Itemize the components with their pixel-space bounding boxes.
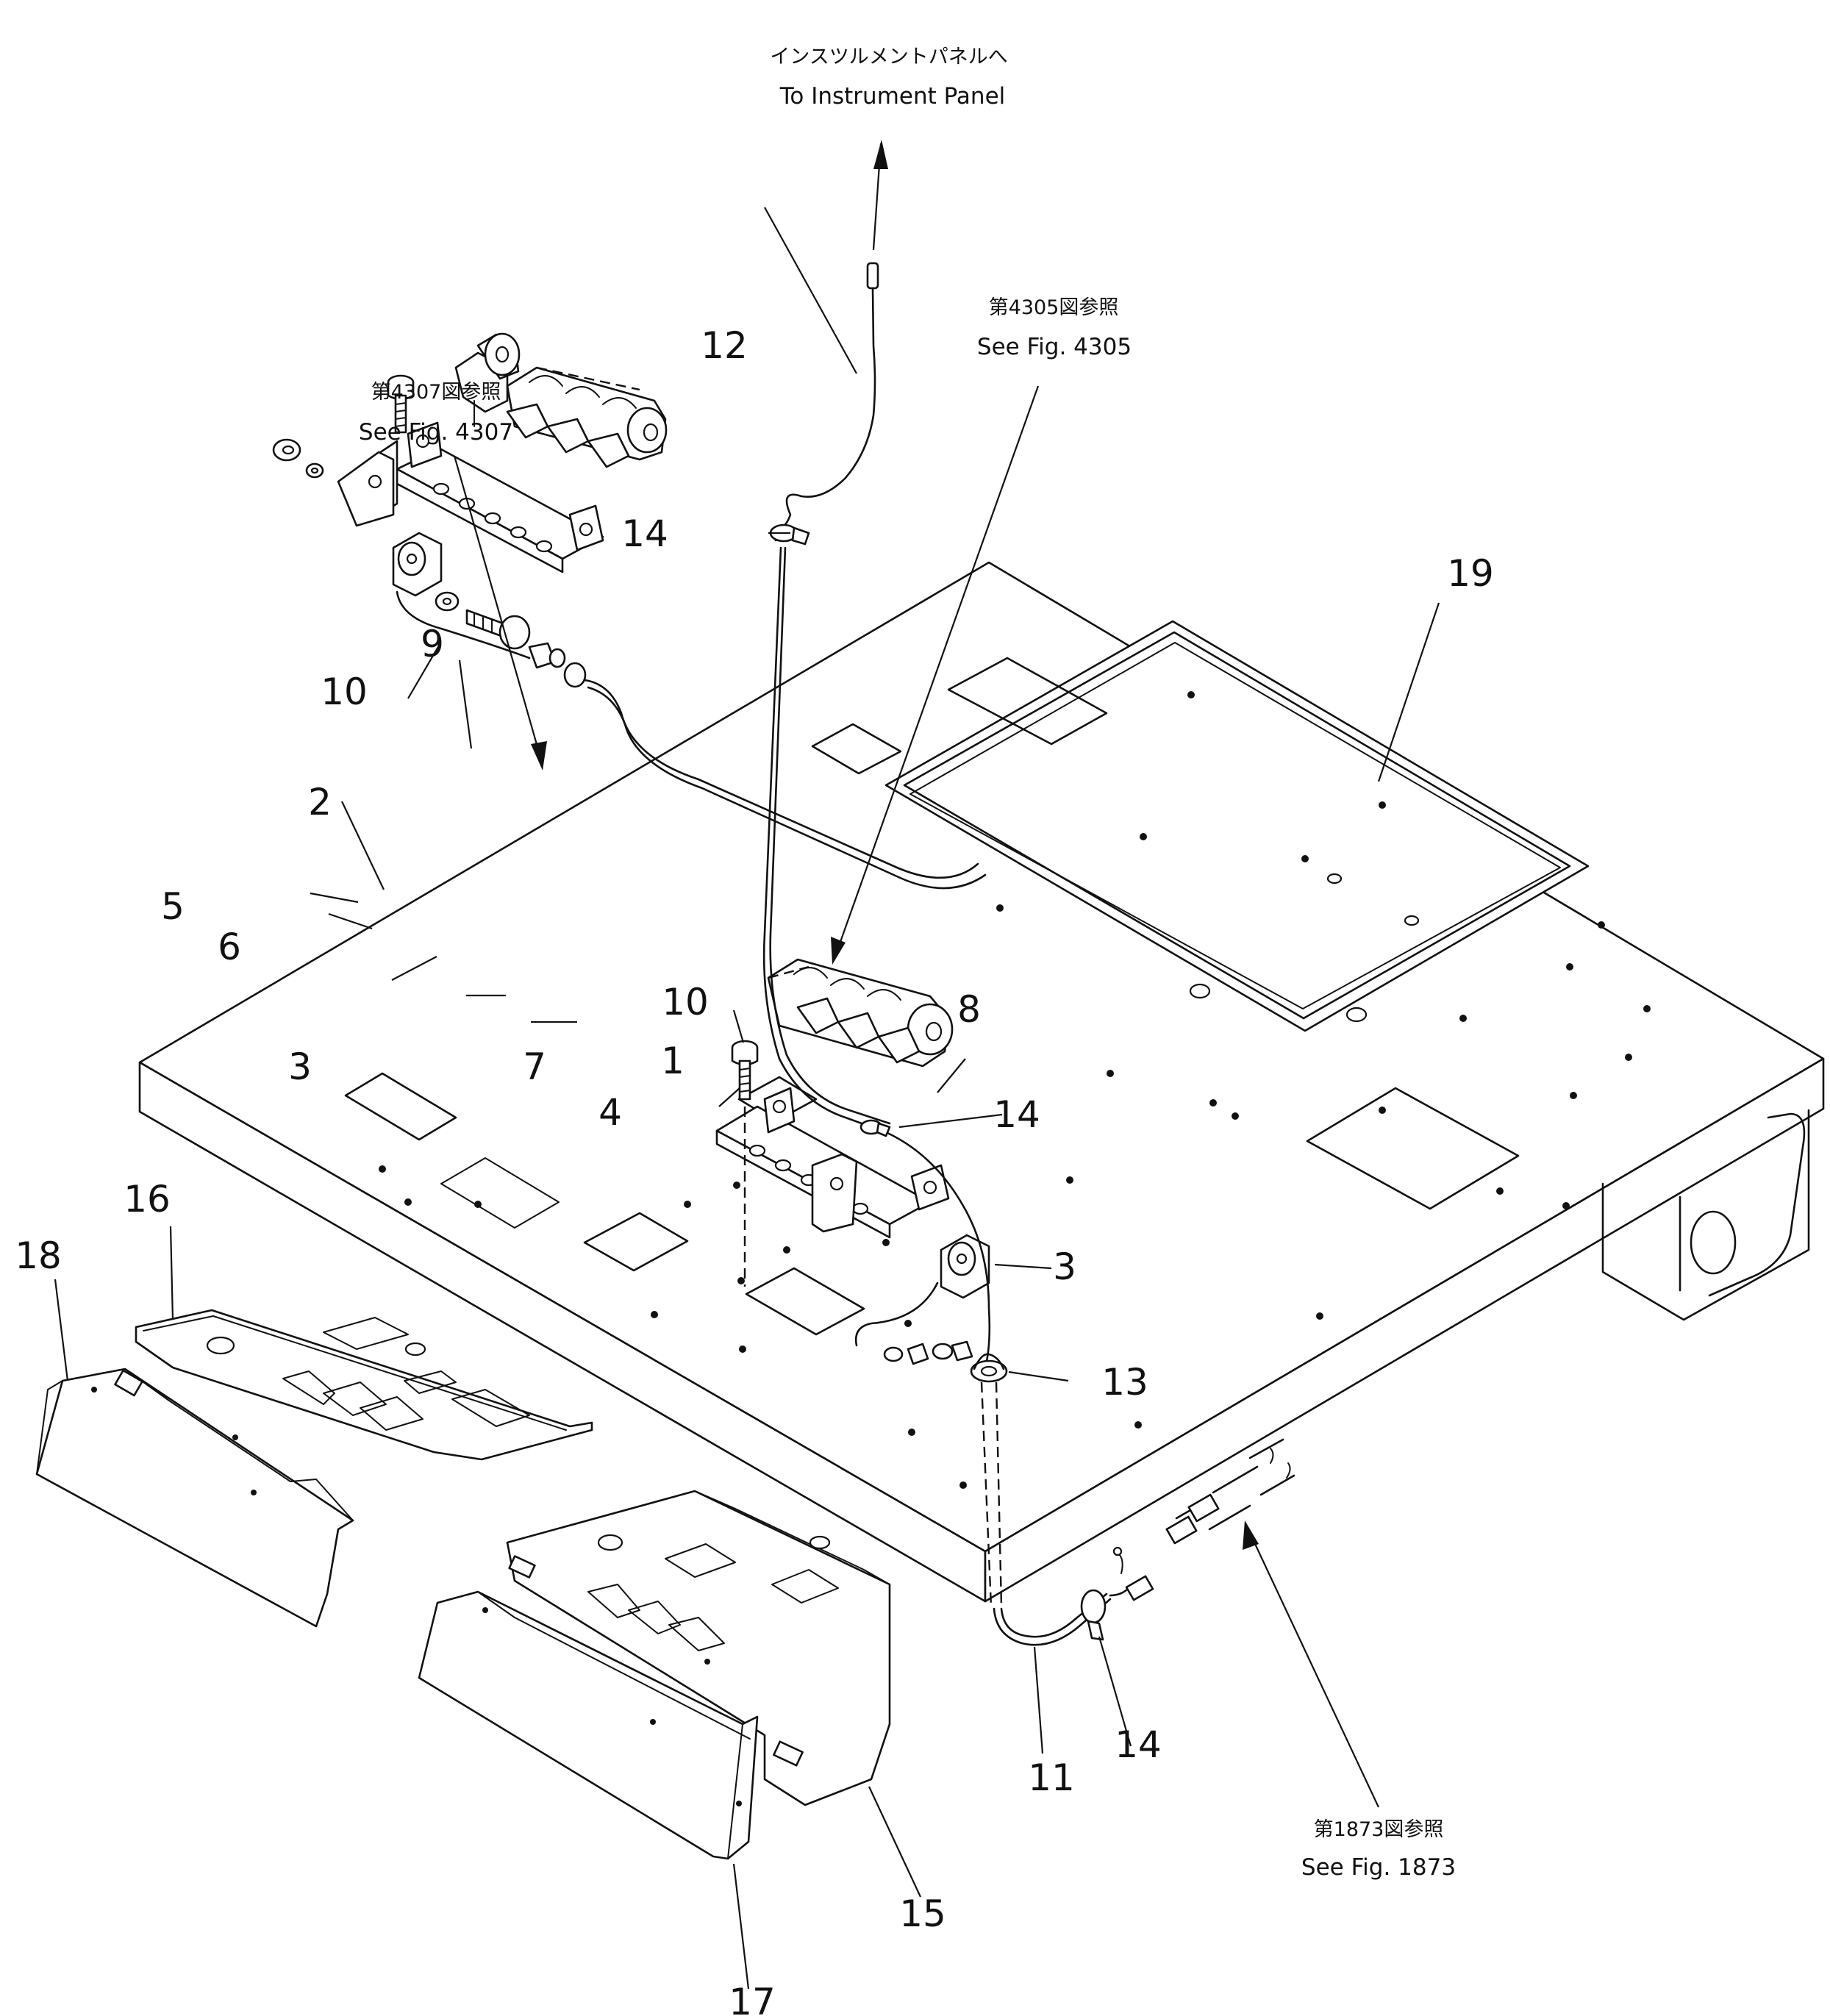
washer-6 <box>305 462 324 479</box>
clamp-14-mid <box>859 1119 891 1137</box>
grommet-13 <box>970 1353 1008 1383</box>
part-number-7: 7 <box>523 1045 546 1088</box>
caption-fig1873-en: See Fig. 1873 <box>1301 1854 1456 1881</box>
caption-instrument-panel-jp: インスツルメントパネルへ <box>770 46 1007 68</box>
part-number-4: 4 <box>598 1091 622 1134</box>
switch-group-8 <box>767 958 954 1068</box>
nut-5 <box>272 438 301 462</box>
bolt-4 <box>465 609 531 650</box>
bracket-1 <box>715 1087 950 1239</box>
leader-lines <box>54 140 1440 1990</box>
captions: インスツルメントパネルへ To Instrument Panel 第4305図参… <box>359 46 1456 1881</box>
sensor-3-right <box>854 1234 990 1365</box>
cover-18 <box>35 1368 354 1628</box>
part-number-9: 9 <box>421 623 444 665</box>
caption-fig4307-en: See Fig. 4307 <box>359 419 513 446</box>
caption-fig4307-jp: 第4307図参照 <box>371 381 501 404</box>
part-number-18: 18 <box>15 1234 62 1277</box>
caption-instrument-panel-en: To Instrument Panel <box>779 83 1006 110</box>
part-number-14-bottom: 14 <box>1115 1723 1162 1766</box>
washer-7 <box>435 591 460 612</box>
part-number-11: 11 <box>1028 1756 1075 1799</box>
bolt-10-left <box>387 374 415 434</box>
part-number-6: 6 <box>218 926 241 968</box>
part-number-1: 1 <box>661 1040 685 1082</box>
part-number-3-left: 3 <box>288 1045 312 1088</box>
caption-fig4305-en: See Fig. 4305 <box>977 334 1132 360</box>
part-number-15: 15 <box>899 1892 946 1935</box>
part-number-17: 17 <box>729 1981 776 2016</box>
switch-group-4307 <box>506 366 668 468</box>
part-number-10-left: 10 <box>321 671 368 713</box>
part-number-3-right: 3 <box>1053 1245 1076 1288</box>
part-number-16: 16 <box>124 1178 171 1220</box>
part-number-labels: 12 14 19 9 10 2 5 6 8 10 3 7 1 4 14 16 1… <box>15 324 1494 2016</box>
part-number-12: 12 <box>701 324 748 367</box>
part-number-14-mid: 14 <box>993 1093 1040 1136</box>
part-number-19: 19 <box>1447 552 1494 595</box>
wires-1873 <box>1165 1438 1295 1545</box>
part-number-14-top: 14 <box>621 512 668 555</box>
harness-left <box>563 662 987 890</box>
floor-plate <box>138 561 1825 1603</box>
caption-fig1873-jp: 第1873図参照 <box>1314 1818 1444 1841</box>
floor-support-bracket <box>1601 1109 1810 1321</box>
cable-11 <box>993 1546 1154 1646</box>
clamp-14-top <box>769 523 810 546</box>
cover-17 <box>418 1590 759 1860</box>
switch-9 <box>454 332 521 427</box>
part-number-13: 13 <box>1101 1361 1148 1404</box>
part-number-8: 8 <box>957 988 981 1031</box>
cover-15 <box>506 1490 891 1806</box>
part-number-10-right: 10 <box>662 981 709 1023</box>
part-number-2: 2 <box>308 781 332 823</box>
sensor-3-left <box>392 532 566 669</box>
cover-16 <box>135 1309 593 1461</box>
part-number-5: 5 <box>161 885 185 928</box>
caption-fig4305-jp: 第4305図参照 <box>989 296 1119 319</box>
bolt-10-right <box>731 1040 759 1287</box>
bracket-2 <box>337 421 604 573</box>
